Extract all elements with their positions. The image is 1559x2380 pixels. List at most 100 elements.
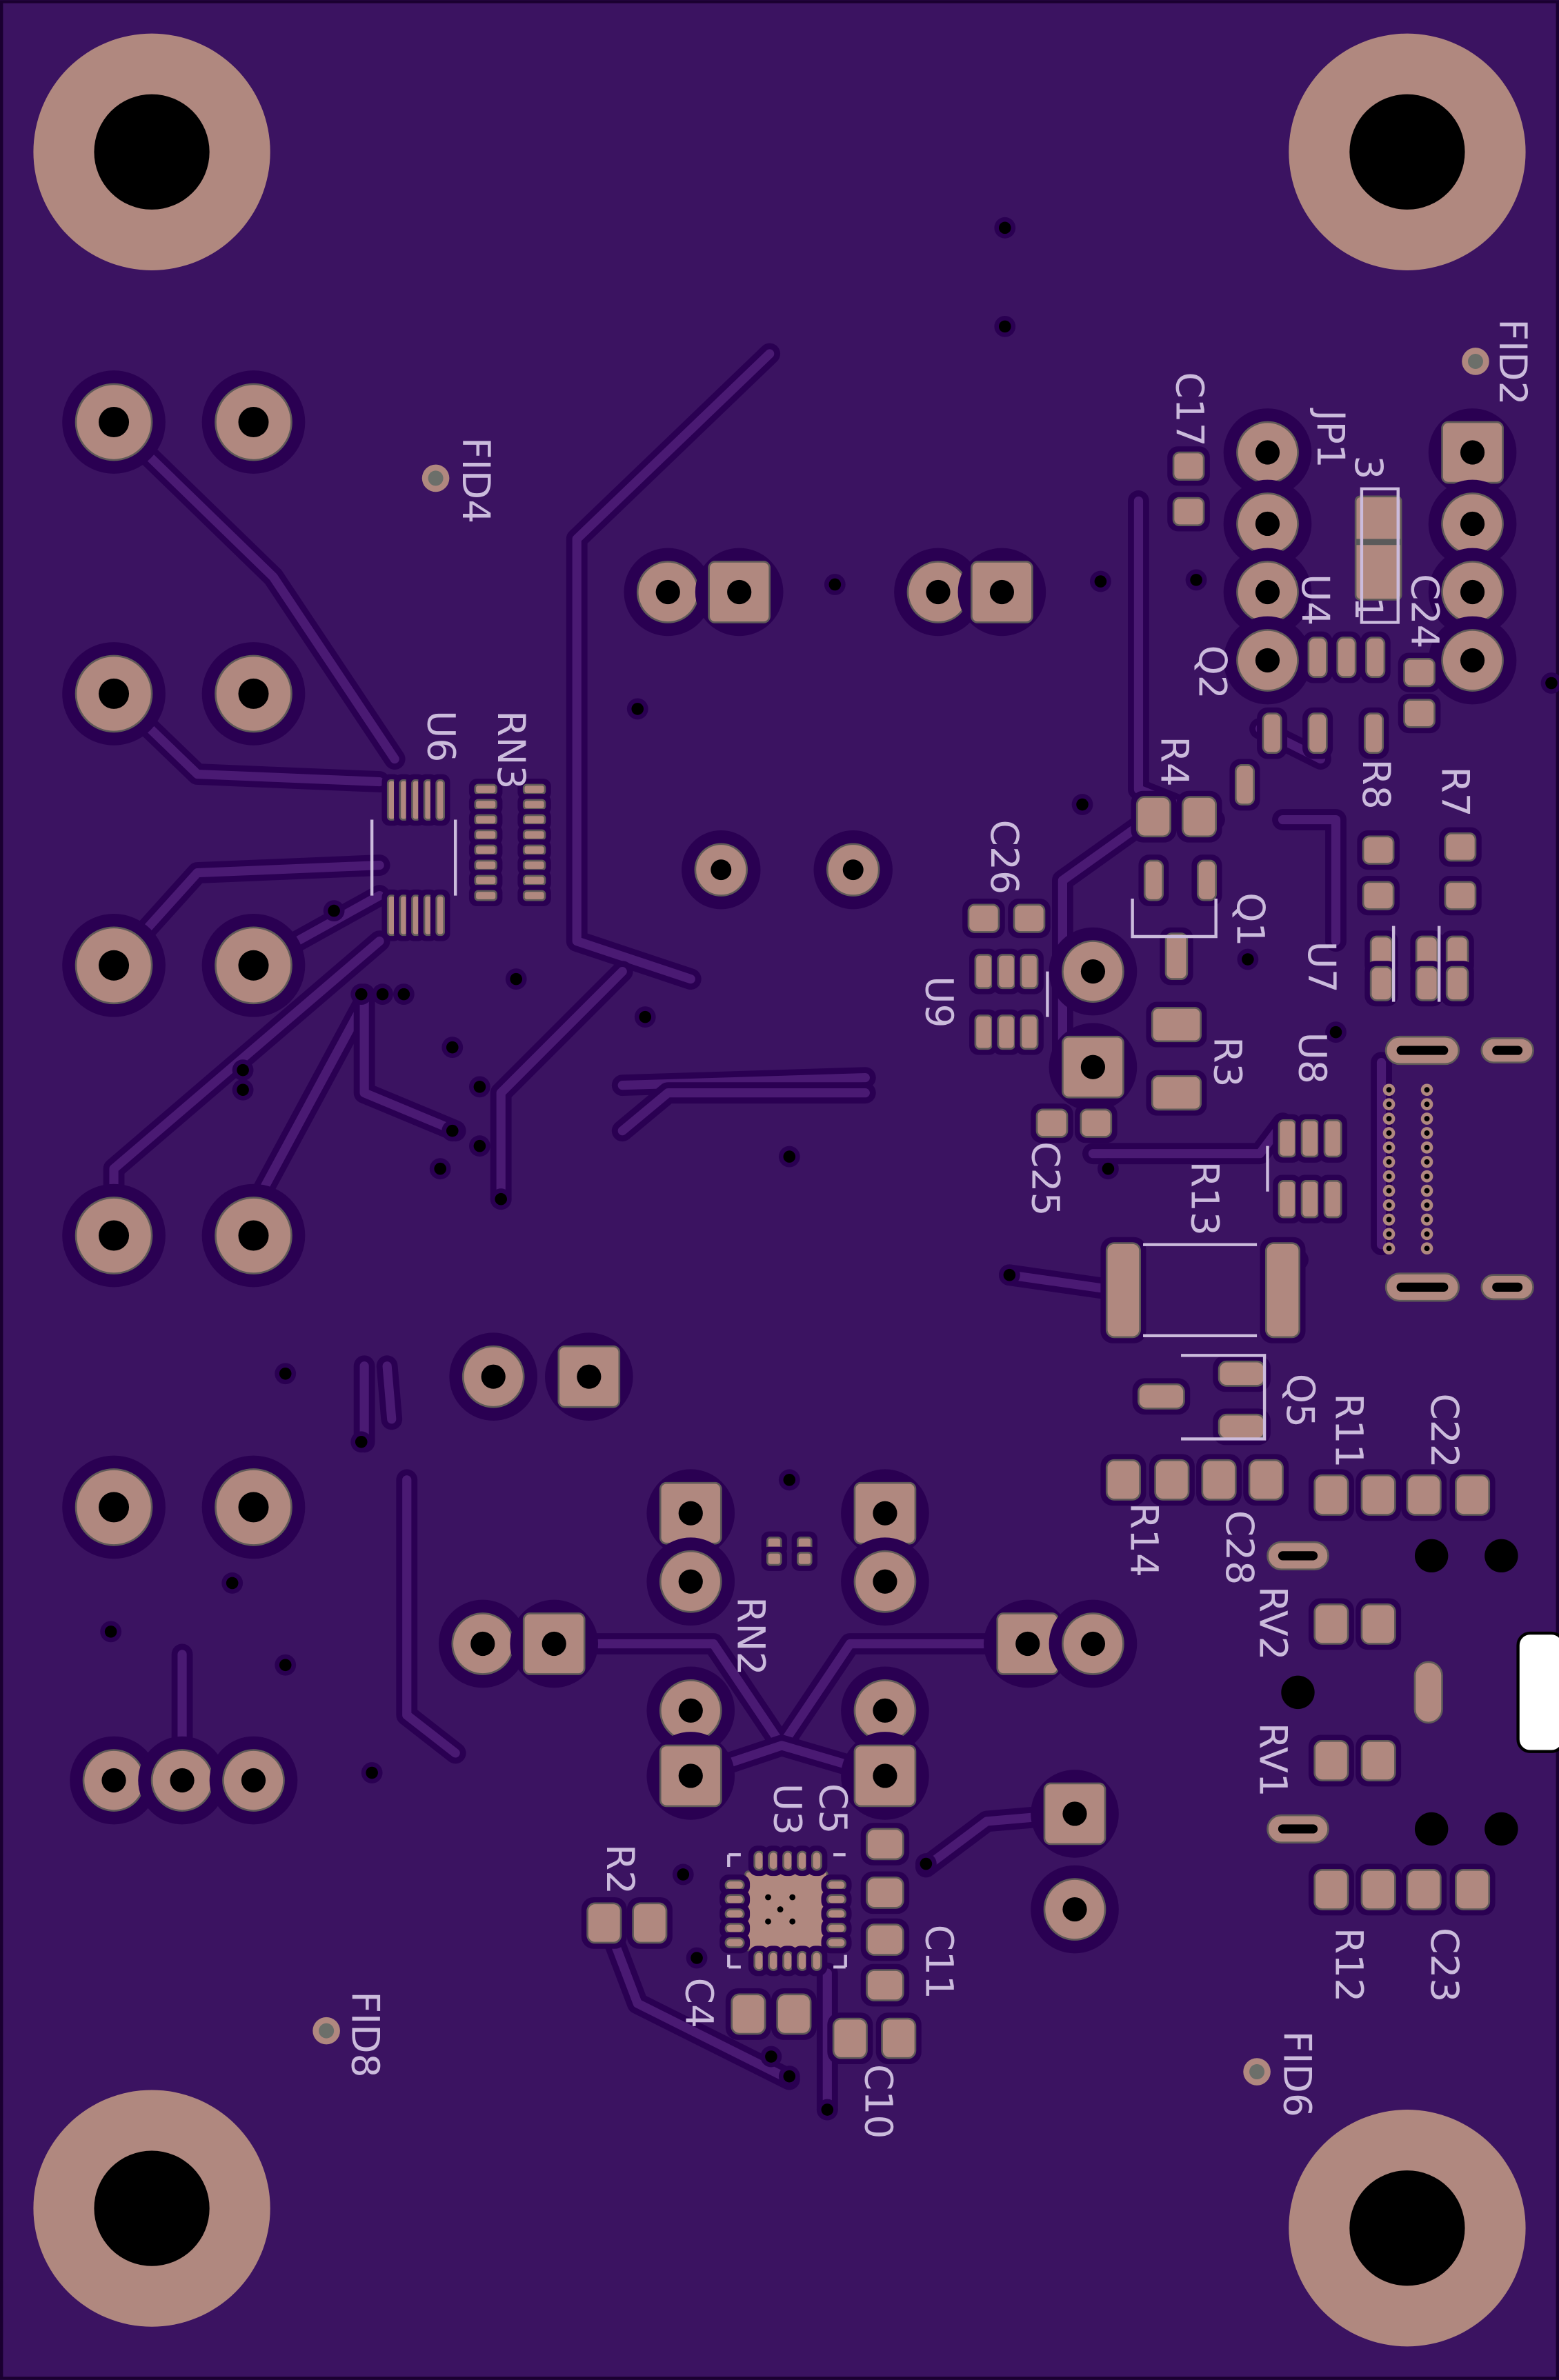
smd-pad [1020,954,1039,990]
smd-pad [1313,1739,1349,1781]
smd-pad [522,814,546,826]
via [366,1766,378,1779]
drill-hole [481,1364,506,1389]
usb-pin-drill [1386,1144,1392,1150]
drill-hole [989,579,1014,605]
smd-pad [1135,796,1171,838]
refdes-u8: U8 [1291,1032,1335,1084]
via [510,972,523,986]
via [1190,574,1202,586]
usb-pin-drill [1424,1116,1430,1122]
smd-pad [1105,1459,1141,1501]
jumper-pad [1354,495,1402,601]
drill-hole [1460,648,1485,673]
qfn-thermal-pad [744,1870,828,1952]
drill-hole [1460,440,1485,465]
smd-pad [724,1937,745,1948]
mounting-hole [94,94,210,210]
refdes-q5: Q5 [1278,1374,1322,1428]
usb-pin-drill [1386,1116,1392,1122]
smd-pad [826,1908,847,1920]
smd-pad [474,814,497,826]
via [920,1857,933,1870]
via [237,1063,249,1077]
usb-pin-drill [1386,1217,1392,1223]
via [279,1367,292,1380]
via [237,1083,249,1097]
refdes-c23: C23 [1422,1928,1467,2002]
mounting-hole [1349,2170,1465,2286]
smd-pad [474,829,497,841]
drill-hole [873,1698,897,1723]
refdes-fid6: FID6 [1275,2031,1320,2117]
smd-pad [797,1552,813,1566]
smd-pad [474,844,497,856]
via [783,1474,796,1486]
usb-pin-drill [1424,1188,1430,1194]
smd-pad [826,1937,847,1948]
via [631,703,644,715]
trace [359,990,460,1136]
smd-pad [1444,881,1477,910]
refdes-c22: C22 [1422,1393,1467,1468]
drill-hole [99,406,130,438]
refdes-r7: R7 [1433,767,1478,817]
copper-pads [33,33,1559,2347]
smd-pad [435,894,445,937]
smd-pad [1151,1007,1202,1043]
drill-hole [926,579,951,605]
refdes-u3: U3 [765,1783,809,1835]
smd-pad [1313,1603,1349,1645]
fiducial-center [1249,2064,1265,2080]
smd-pad [632,1902,668,1944]
smd-pad [768,1850,780,1871]
smd-pad [724,1879,745,1891]
mounting-peg [1484,1539,1518,1573]
smd-pad [1262,712,1282,754]
smd-pad [753,1950,765,1971]
smd-pad [474,859,497,871]
refdes-r2: R2 [598,1844,642,1894]
refdes-q1: Q1 [1228,892,1272,946]
refdes-1: 1 [1347,597,1391,621]
drill-hole [1062,1801,1087,1826]
smd-pad [1196,859,1217,901]
smd-pad [1360,1869,1396,1910]
usb-pin-drill [1386,1188,1392,1194]
smd-pad [1035,1108,1069,1138]
via [279,1659,292,1672]
drill-hole [238,950,269,981]
smd-pad [522,859,546,871]
thermal-via [789,1894,796,1901]
refdes-c26: C26 [982,820,1026,894]
via [998,320,1011,333]
refdes-c25: C25 [1023,1141,1067,1216]
via [473,1139,486,1152]
smd-pad [776,1993,812,2035]
smd-pad [866,1969,904,2001]
smd-pad [1313,1869,1349,1910]
smd-pad [1218,1413,1266,1440]
usb-pin-drill [1386,1173,1392,1179]
fiducial-center [319,2023,335,2039]
smd-pad [826,1894,847,1906]
smd-pad [782,1950,794,1971]
silkscreen-outline [1360,487,1400,624]
smd-pad [1264,1242,1301,1339]
smd-pad [811,1950,822,1971]
refdes-fid2: FID2 [1491,319,1535,405]
trace [1004,1270,1121,1295]
refdes-rv2: RV2 [1251,1586,1295,1661]
drill-hole [238,1220,269,1251]
drill-hole [678,1698,703,1723]
smd-pad [1300,1119,1320,1158]
smd-pad [522,844,546,856]
drill-hole [873,1501,897,1526]
drill-hole [842,859,864,881]
via [495,1192,507,1206]
smd-pad [797,1850,808,1871]
smd-pad [881,2017,917,2059]
thermal-via [765,1894,771,1901]
usb-pin-drill [1424,1159,1430,1165]
